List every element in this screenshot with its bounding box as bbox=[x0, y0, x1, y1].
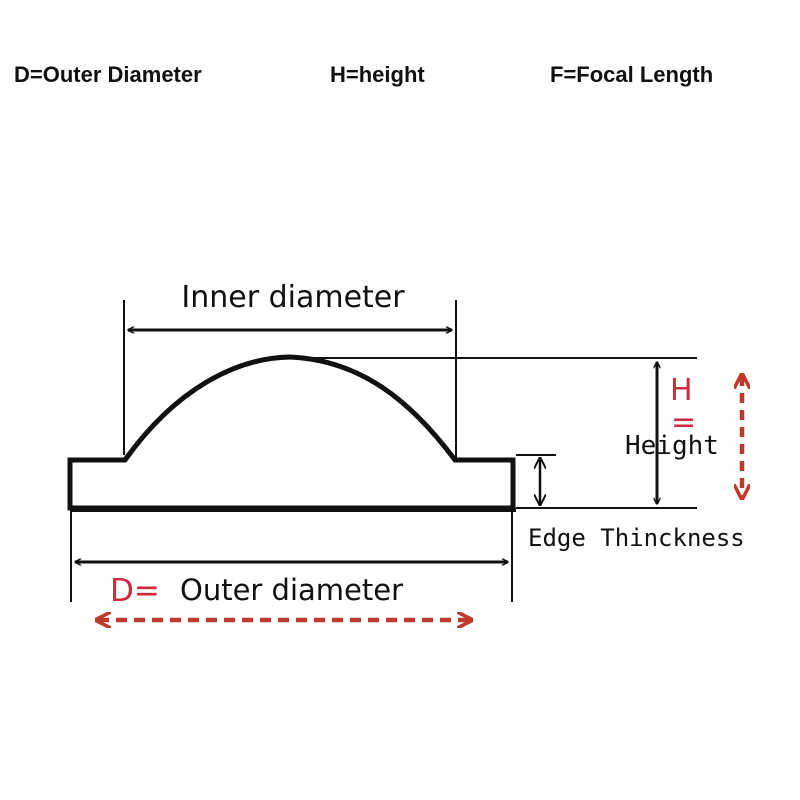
lens-outline bbox=[67, 354, 516, 511]
inner-diameter-label: Inner diameter bbox=[181, 280, 405, 315]
edge-thickness-label: Edge Thinckness bbox=[528, 524, 745, 552]
legend-outer-diameter: D=Outer Diameter bbox=[14, 62, 202, 87]
outer-diameter-label: Outer diameter bbox=[180, 573, 403, 607]
outer-diameter-prefix: D= bbox=[110, 573, 160, 609]
height-label: Height bbox=[625, 431, 719, 461]
height-h-label: H bbox=[670, 373, 693, 408]
height-equals-label: = bbox=[671, 405, 696, 440]
legend-height: H=height bbox=[330, 62, 425, 87]
legend-focal-length: F=Focal Length bbox=[550, 62, 714, 87]
